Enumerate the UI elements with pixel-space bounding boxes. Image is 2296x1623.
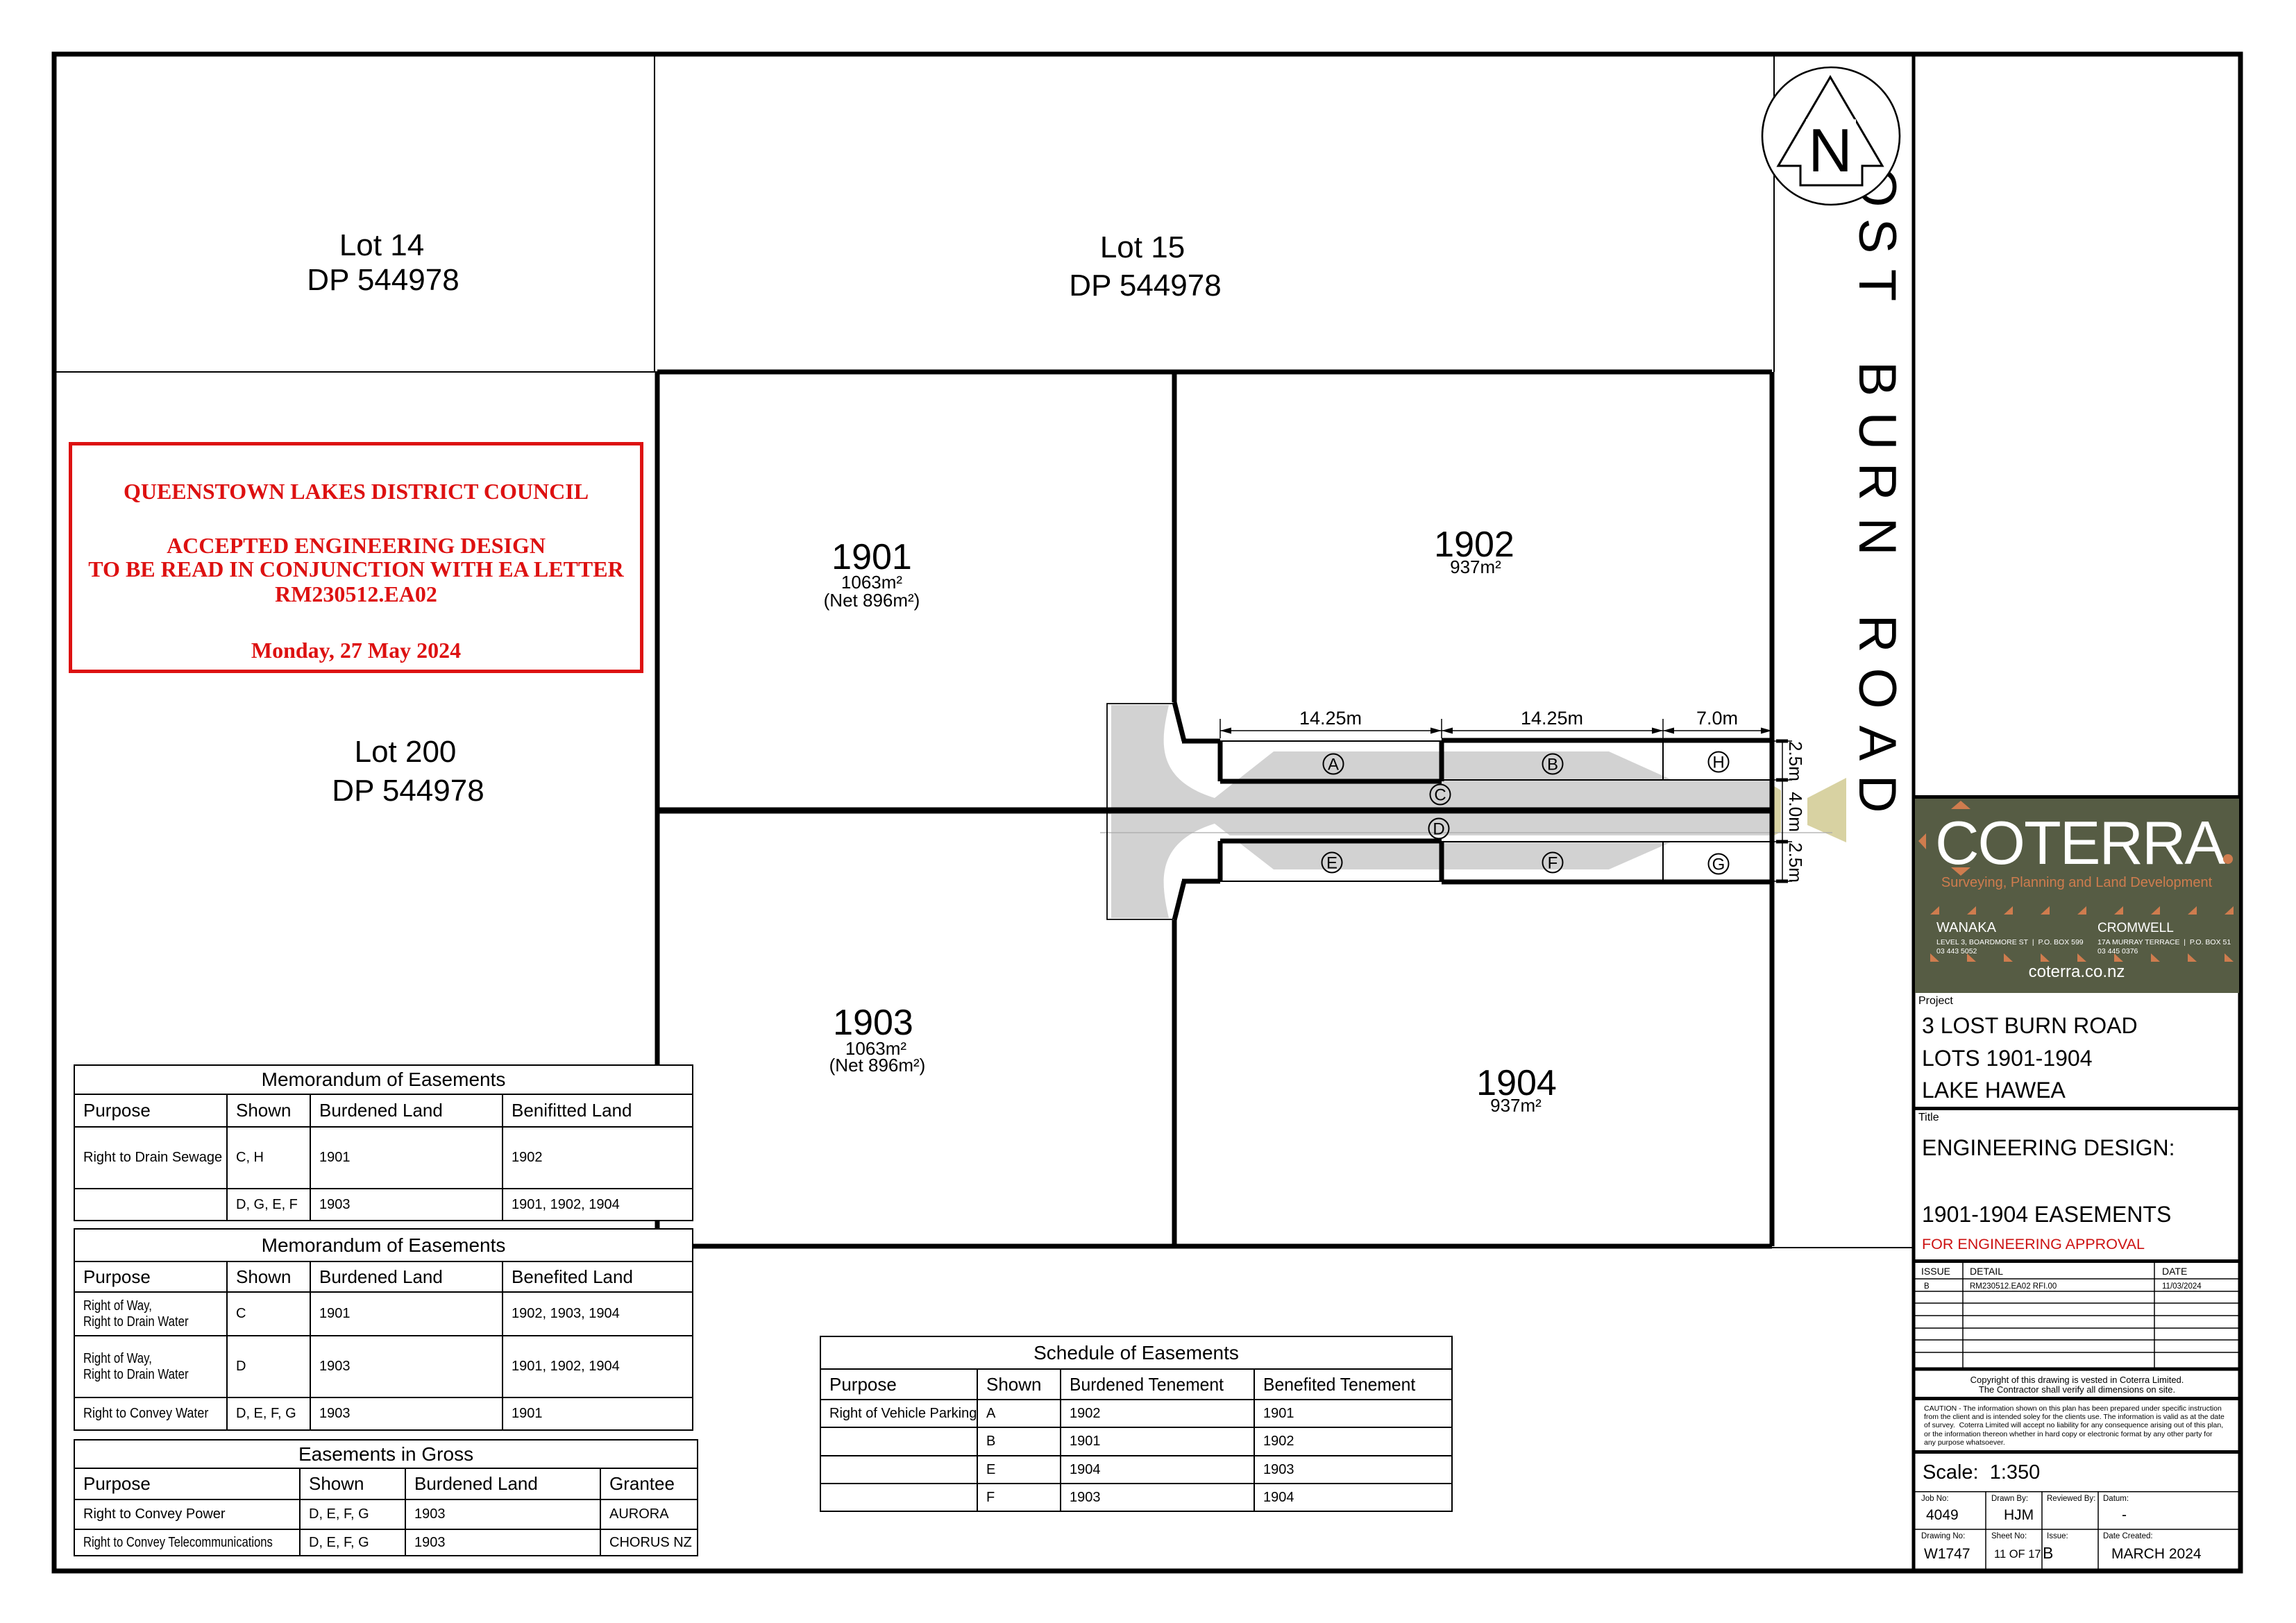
svg-text:DP 544978: DP 544978 <box>332 774 484 808</box>
svg-text:E: E <box>1326 854 1337 873</box>
svg-text:DATE: DATE <box>2162 1266 2187 1277</box>
svg-text:Issue:: Issue: <box>2047 1532 2068 1540</box>
svg-text:MARCH 2024: MARCH 2024 <box>2111 1546 2202 1562</box>
svg-text:CROMWELL: CROMWELL <box>2097 921 2174 935</box>
svg-text:Sheet No:: Sheet No: <box>1991 1532 2027 1540</box>
svg-text:1901: 1901 <box>832 537 912 577</box>
svg-text:COTERRA: COTERRA <box>1935 808 2226 877</box>
svg-text:WANAKA: WANAKA <box>1936 920 1997 935</box>
svg-text:R: R <box>1848 615 1907 653</box>
svg-text:Reviewed By:: Reviewed By: <box>2047 1495 2095 1503</box>
svg-text:G: G <box>1712 856 1725 874</box>
svg-text:Date Created:: Date Created: <box>2103 1532 2153 1540</box>
svg-text:03 443 5052: 03 443 5052 <box>1936 947 1977 955</box>
svg-text:14.25m: 14.25m <box>1521 708 1583 729</box>
svg-text:A: A <box>1848 726 1907 761</box>
svg-text:937m²: 937m² <box>1490 1095 1542 1116</box>
svg-text:1063m²: 1063m² <box>841 572 902 593</box>
svg-text:C: C <box>1434 786 1446 805</box>
svg-text:1063m²: 1063m² <box>845 1038 906 1059</box>
svg-text:B: B <box>1924 1282 1930 1291</box>
svg-text:2.5m: 2.5m <box>1785 741 1806 781</box>
svg-text:03 445 0376: 03 445 0376 <box>2097 947 2138 955</box>
svg-text:Job No:: Job No: <box>1921 1495 1949 1503</box>
svg-text:-: - <box>2122 1507 2127 1523</box>
svg-text:coterra.co.nz: coterra.co.nz <box>2029 962 2125 981</box>
svg-text:4049: 4049 <box>1926 1507 1959 1523</box>
svg-text:1904: 1904 <box>1476 1063 1557 1103</box>
svg-text:1902: 1902 <box>1434 525 1514 565</box>
svg-text:D: D <box>1433 820 1444 839</box>
svg-text:F: F <box>1548 854 1558 873</box>
svg-text:(Net 896m²): (Net 896m²) <box>829 1055 926 1076</box>
svg-text:2.5m: 2.5m <box>1785 842 1806 883</box>
svg-text:W1747: W1747 <box>1924 1546 1970 1562</box>
svg-text:B: B <box>1848 362 1907 397</box>
svg-text:RM230512.EA02 RFI.00: RM230512.EA02 RFI.00 <box>1970 1282 2057 1291</box>
svg-text:Datum:: Datum: <box>2103 1495 2129 1503</box>
svg-text:Lot 200: Lot 200 <box>355 735 457 769</box>
svg-text:DP 544978: DP 544978 <box>1069 269 1221 303</box>
svg-text:17A MURRAY TERRACE | P.O. BO: 17A MURRAY TERRACE | P.O. BOX 51 <box>2097 938 2231 946</box>
svg-text:O: O <box>1848 668 1907 708</box>
svg-text:HJM: HJM <box>2004 1507 2034 1523</box>
svg-text:14.25m: 14.25m <box>1299 708 1362 729</box>
svg-text:B: B <box>2043 1544 2053 1562</box>
svg-text:N: N <box>1848 518 1907 556</box>
svg-text:Lot 14: Lot 14 <box>339 228 424 262</box>
svg-text:DP 544978: DP 544978 <box>307 263 459 297</box>
svg-text:D: D <box>1848 775 1907 813</box>
svg-text:ISSUE: ISSUE <box>1921 1266 1950 1277</box>
svg-text:1903: 1903 <box>833 1003 913 1043</box>
svg-text:A: A <box>1328 756 1339 774</box>
svg-text:Drawn By:: Drawn By: <box>1991 1495 2028 1503</box>
svg-text:11 OF 17: 11 OF 17 <box>1994 1548 2041 1561</box>
svg-text:Drawing No:: Drawing No: <box>1921 1532 1965 1540</box>
svg-text:7.0m: 7.0m <box>1696 708 1738 729</box>
svg-text:Surveying, Planning and Land D: Surveying, Planning and Land Development <box>1941 875 2213 890</box>
svg-text:H: H <box>1712 754 1724 772</box>
svg-text:937m²: 937m² <box>1450 556 1501 577</box>
svg-text:Lot 15: Lot 15 <box>1100 230 1185 264</box>
svg-text:4.0m: 4.0m <box>1785 792 1806 832</box>
svg-text:T: T <box>1848 269 1907 301</box>
svg-text:(Net 896m²): (Net 896m²) <box>824 590 920 611</box>
svg-text:S: S <box>1848 219 1907 254</box>
svg-text:B: B <box>1547 756 1558 774</box>
svg-text:11/03/2024: 11/03/2024 <box>2162 1282 2202 1291</box>
svg-text:U: U <box>1848 412 1907 450</box>
svg-text:N: N <box>1808 116 1852 185</box>
svg-text:LEVEL 3, BOARDMORE ST | P.O.: LEVEL 3, BOARDMORE ST | P.O. BOX 599 <box>1936 938 2084 946</box>
svg-text:R: R <box>1848 463 1907 501</box>
svg-text:DETAIL: DETAIL <box>1970 1266 2003 1277</box>
